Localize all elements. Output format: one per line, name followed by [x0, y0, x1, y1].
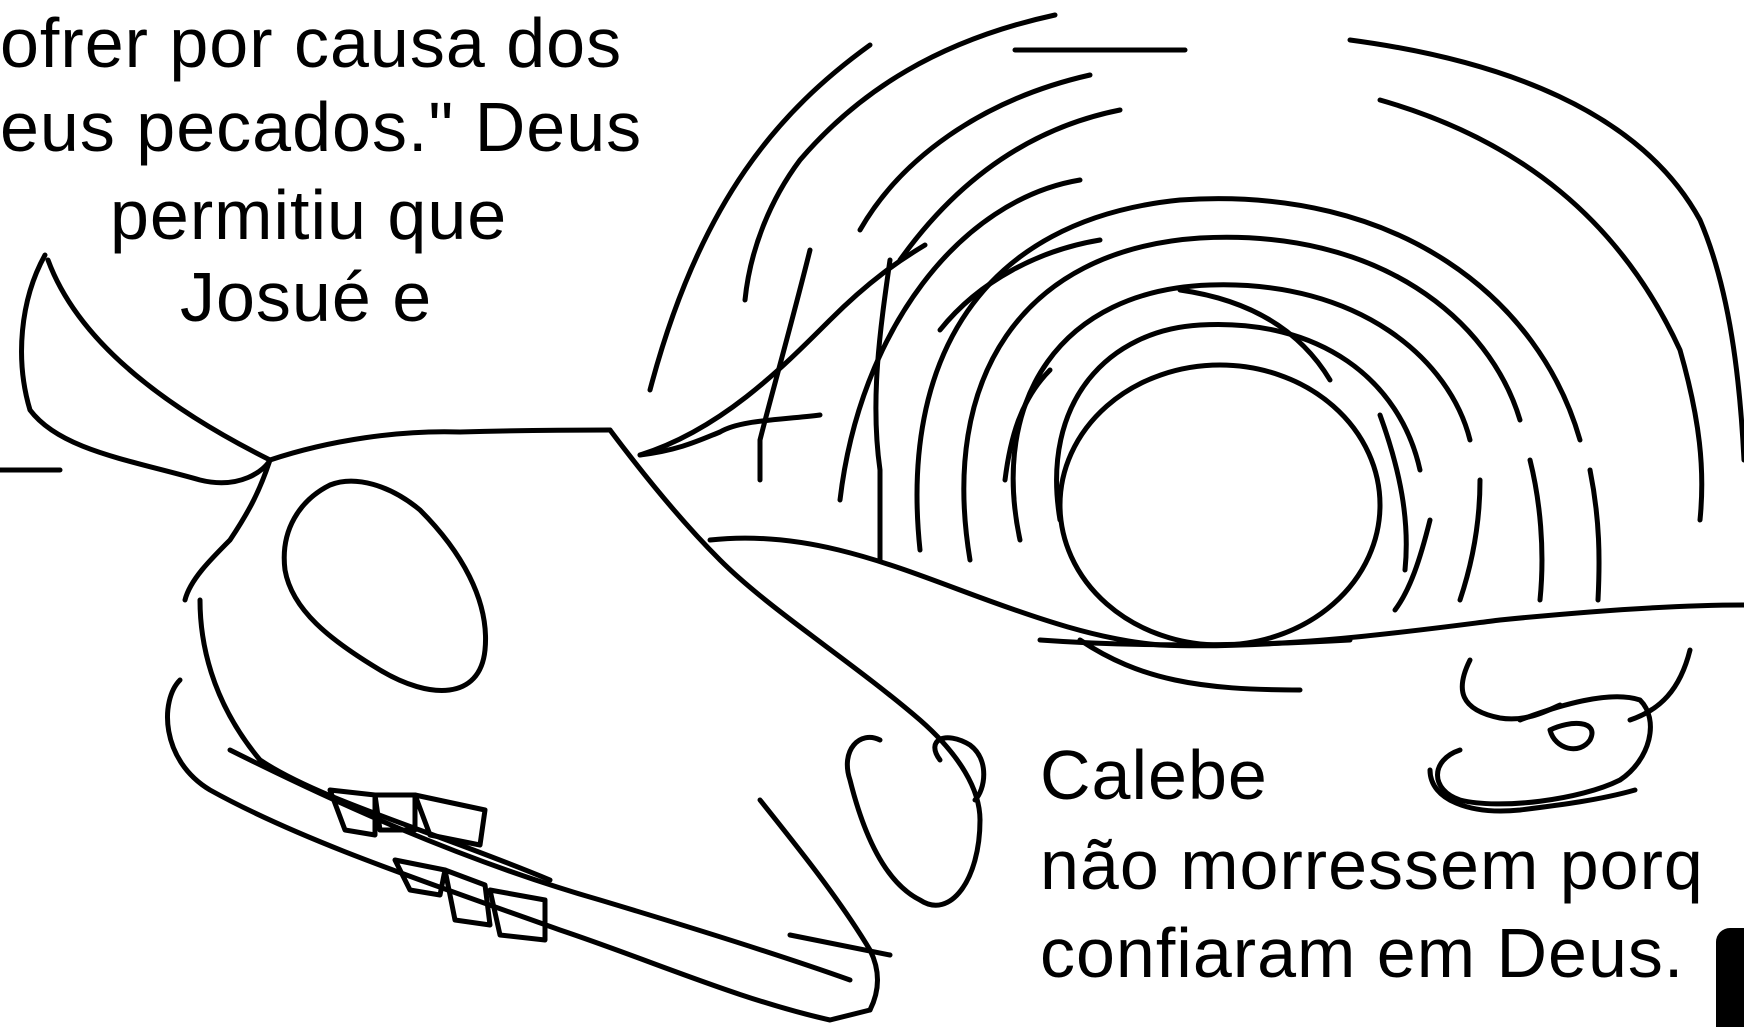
swirl-ring-2b [1457, 477, 1483, 603]
small-skull-eye [1547, 720, 1595, 752]
cave-opening [1057, 362, 1383, 648]
small-skull-jaw [1427, 767, 1638, 814]
small-skull-head [1435, 694, 1653, 807]
skull-tooth-2 [372, 792, 418, 833]
skull-cranium-top [267, 427, 613, 463]
caption-top-line-3: permitiu que [110, 176, 508, 254]
swirl-arc-b [742, 12, 1058, 303]
swirl-ring-7 [1377, 97, 1705, 523]
skull-snout [844, 734, 983, 908]
skull-jaw-inner [227, 747, 853, 983]
swirl-arc-h [1177, 287, 1333, 383]
skull-tooth-6 [487, 887, 548, 943]
skull-mouth-line [787, 932, 893, 958]
swirl-ring-6 [1347, 37, 1744, 463]
skull-cheek [197, 597, 553, 883]
skull-jaw-tip [757, 797, 880, 1013]
skull-tooth-1 [327, 787, 378, 838]
swirl-ring-4b [1587, 467, 1602, 603]
swirl-ring-3b [1527, 457, 1545, 603]
skull-right-horn [637, 242, 928, 458]
swirl-arc-a [647, 42, 873, 393]
sand-dune-lower [1077, 637, 1303, 693]
skull-face-right [607, 427, 983, 823]
swirl-arc-j [1377, 412, 1409, 573]
skull-horn-inner-line [757, 247, 813, 483]
swirl-ring-3 [961, 234, 1523, 563]
skull-nostril [932, 735, 987, 803]
caption-top-line-1: ofrer por causa dos [0, 4, 623, 82]
skull-jaw-lower [165, 677, 873, 1023]
swirl-ring-5 [837, 177, 1083, 503]
swirl-arc-e [897, 107, 1123, 263]
skull-right-horn-base [637, 412, 823, 458]
skull-tooth-3 [412, 792, 488, 848]
caption-bottom-line-1: Calebe [1040, 736, 1268, 814]
caption-top-line-2: eus pecados." Deus [0, 88, 643, 166]
skull-side [182, 457, 273, 603]
corner-decoration [1716, 928, 1744, 1027]
caption-top-line-4: Josué e [180, 258, 433, 336]
skull-tooth-4 [392, 857, 448, 898]
swirl-ring-4 [914, 196, 1583, 553]
skull-eye-socket [281, 478, 489, 693]
swirl-ring-1 [1054, 321, 1423, 523]
skull-left-horn-inner [45, 257, 273, 463]
skull-tooth-5 [442, 867, 493, 928]
swirl-ring-1b [1392, 517, 1433, 613]
skull-left-horn [19, 252, 273, 486]
swirl-arc-f [937, 237, 1103, 333]
swirl-arc-i [873, 257, 893, 563]
small-skull-right-horn [1627, 647, 1693, 723]
caption-bottom-line-3: confiaram em Deus. [1040, 914, 1685, 992]
caption-bottom-line-2: não morressem porq [1040, 826, 1704, 904]
swirl-arc-g [1002, 367, 1053, 483]
sand-dune-line [707, 535, 1744, 649]
swirl-arc-d [857, 72, 1093, 233]
